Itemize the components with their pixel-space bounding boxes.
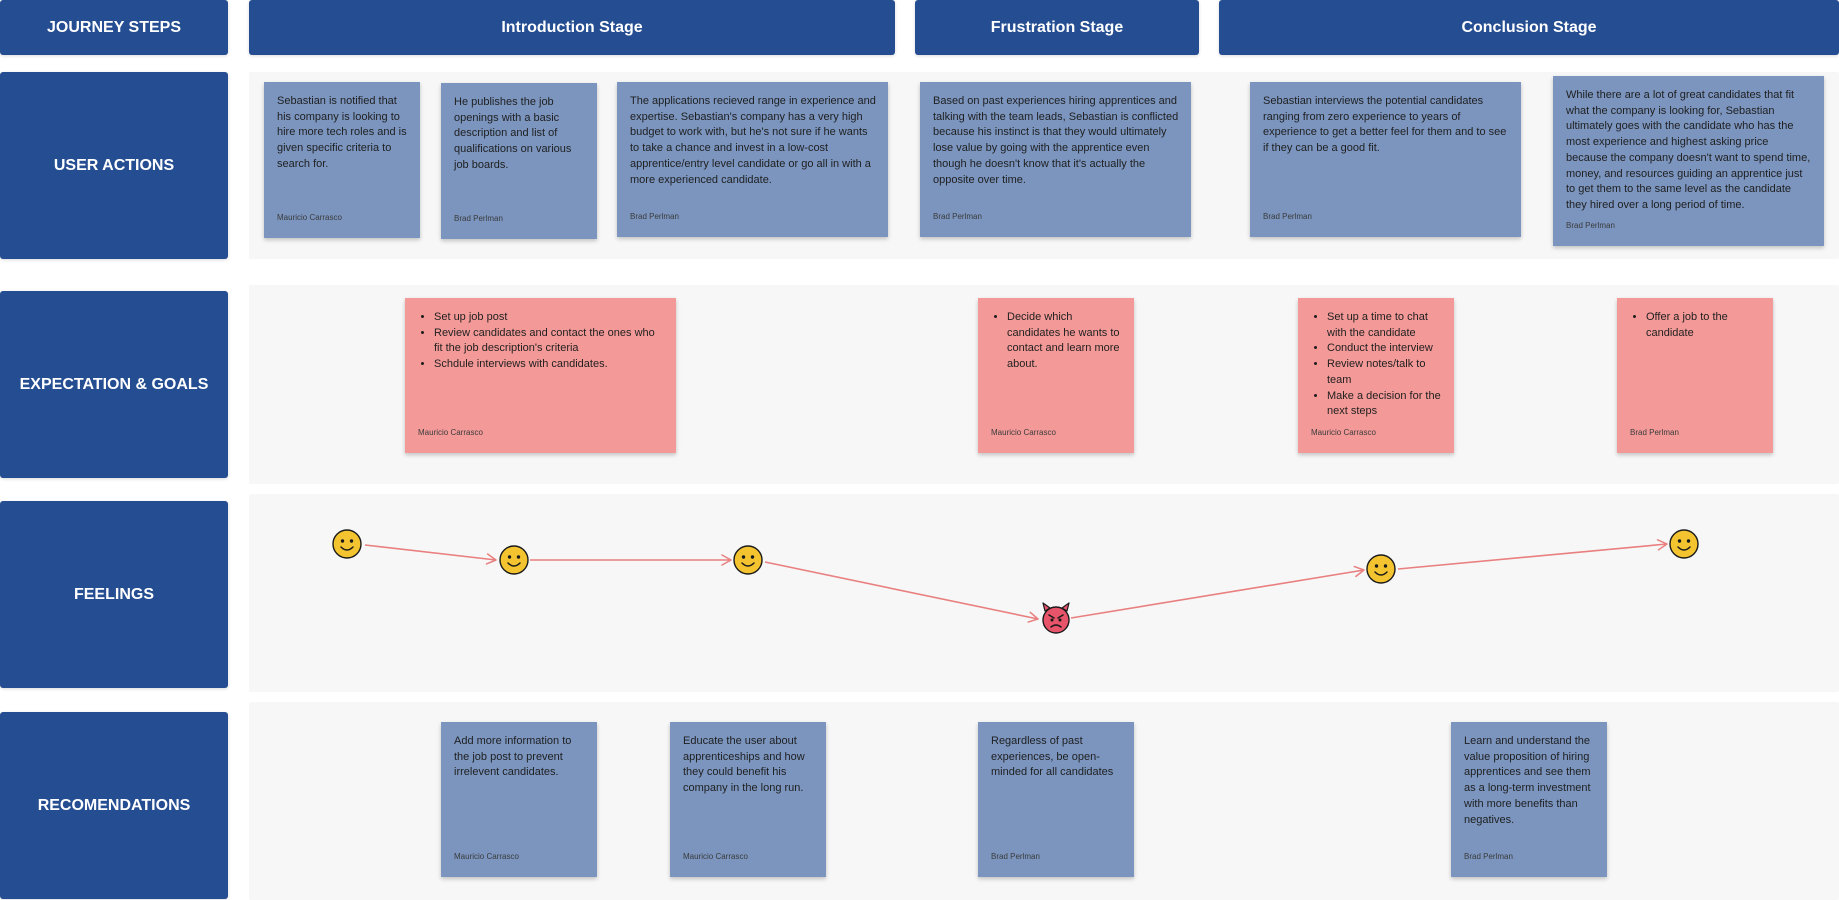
- expectation-goals-label: EXPECTATION & GOALS: [0, 291, 228, 478]
- user-actions-label: USER ACTIONS: [0, 72, 228, 259]
- stage-frustration: Frustration Stage: [915, 0, 1199, 55]
- note-text: While there are a lot of great candidate…: [1566, 89, 1811, 211]
- feeling-arrow: [1397, 539, 1668, 570]
- note-author: Brad Perlman: [630, 212, 679, 222]
- smiley-face-icon: [332, 529, 362, 559]
- expectation-list: Set up job post Review candidates and co…: [418, 310, 664, 373]
- smiley-face-icon: [1366, 554, 1396, 584]
- expectation-note[interactable]: Set up job post Review candidates and co…: [405, 298, 676, 453]
- expectation-item: Review candidates and contact the ones w…: [434, 326, 664, 357]
- recommendation-note[interactable]: Educate the user about apprenticeships a…: [670, 722, 826, 877]
- user-action-note[interactable]: Based on past experiences hiring apprent…: [920, 82, 1191, 237]
- expectation-note[interactable]: Decide which candidates he wants to cont…: [978, 298, 1134, 453]
- stage-conclusion: Conclusion Stage: [1219, 0, 1839, 55]
- user-action-note[interactable]: Sebastian interviews the potential candi…: [1250, 82, 1521, 237]
- note-author: Brad Perlman: [1566, 221, 1615, 231]
- note-author: Brad Perlman: [991, 852, 1040, 862]
- note-author: Mauricio Carrasco: [683, 852, 748, 862]
- user-action-note[interactable]: Sebastian is notified that his company i…: [264, 82, 420, 238]
- smiley-face-icon: [733, 545, 763, 575]
- expectation-item: Set up job post: [434, 310, 664, 326]
- expectation-item: Review notes/talk to team: [1327, 357, 1442, 388]
- feelings-label: FEELINGS: [0, 501, 228, 688]
- journey-steps-label: JOURNEY STEPS: [0, 0, 228, 55]
- expectation-list: Set up a time to chat with the candidate…: [1311, 310, 1442, 420]
- user-action-note[interactable]: He publishes the job openings with a bas…: [441, 83, 597, 239]
- note-author: Mauricio Carrasco: [454, 852, 519, 862]
- expectation-list: Decide which candidates he wants to cont…: [991, 310, 1122, 373]
- note-author: Brad Perlman: [1464, 852, 1513, 862]
- feeling-arrows: [364, 539, 1668, 623]
- recommendation-note[interactable]: Regardless of past experiences, be open-…: [978, 722, 1134, 877]
- devil-face-icon: [1042, 602, 1070, 634]
- note-text: Sebastian is notified that his company i…: [277, 95, 407, 170]
- note-text: Sebastian interviews the potential candi…: [1263, 95, 1507, 155]
- feeling-arrow: [1070, 565, 1365, 619]
- feeling-arrow: [764, 561, 1039, 623]
- expectation-note[interactable]: Offer a job to the candidate Brad Perlma…: [1617, 298, 1773, 453]
- feeling-arrow: [364, 544, 497, 565]
- note-text: Educate the user about apprenticeships a…: [683, 735, 805, 795]
- note-text: Learn and understand the value propositi…: [1464, 735, 1591, 826]
- recommendations-label: RECOMENDATIONS: [0, 712, 228, 899]
- note-author: Brad Perlman: [933, 212, 982, 222]
- note-author: Mauricio Carrasco: [277, 213, 342, 223]
- user-action-note[interactable]: The applications recieved range in exper…: [617, 82, 888, 237]
- note-text: Regardless of past experiences, be open-…: [991, 735, 1114, 779]
- expectation-item: Offer a job to the candidate: [1646, 310, 1761, 341]
- expectation-item: Decide which candidates he wants to cont…: [1007, 310, 1122, 373]
- expectation-item: Set up a time to chat with the candidate: [1327, 310, 1442, 341]
- stage-introduction: Introduction Stage: [249, 0, 895, 55]
- smiley-face-icon: [499, 545, 529, 575]
- note-author: Mauricio Carrasco: [1311, 428, 1376, 438]
- note-author: Brad Perlman: [1630, 428, 1679, 438]
- note-author: Brad Perlman: [454, 214, 503, 224]
- note-author: Mauricio Carrasco: [418, 428, 483, 438]
- smiley-face-icon: [1669, 529, 1699, 559]
- expectation-list: Offer a job to the candidate: [1630, 310, 1761, 341]
- expectation-item: Make a decision for the next steps: [1327, 389, 1442, 420]
- note-text: Add more information to the job post to …: [454, 735, 572, 779]
- note-author: Brad Perlman: [1263, 212, 1312, 222]
- expectation-item: Schdule interviews with candidates.: [434, 357, 664, 373]
- note-text: Based on past experiences hiring apprent…: [933, 95, 1179, 186]
- user-action-note[interactable]: While there are a lot of great candidate…: [1553, 76, 1824, 246]
- note-text: The applications recieved range in exper…: [630, 95, 876, 186]
- note-author: Mauricio Carrasco: [991, 428, 1056, 438]
- feelings-band: [249, 494, 1839, 692]
- note-text: He publishes the job openings with a bas…: [454, 96, 572, 171]
- expectation-item: Conduct the interview: [1327, 341, 1442, 357]
- recommendation-note[interactable]: Learn and understand the value propositi…: [1451, 722, 1607, 877]
- expectation-note[interactable]: Set up a time to chat with the candidate…: [1298, 298, 1454, 453]
- recommendation-note[interactable]: Add more information to the job post to …: [441, 722, 597, 877]
